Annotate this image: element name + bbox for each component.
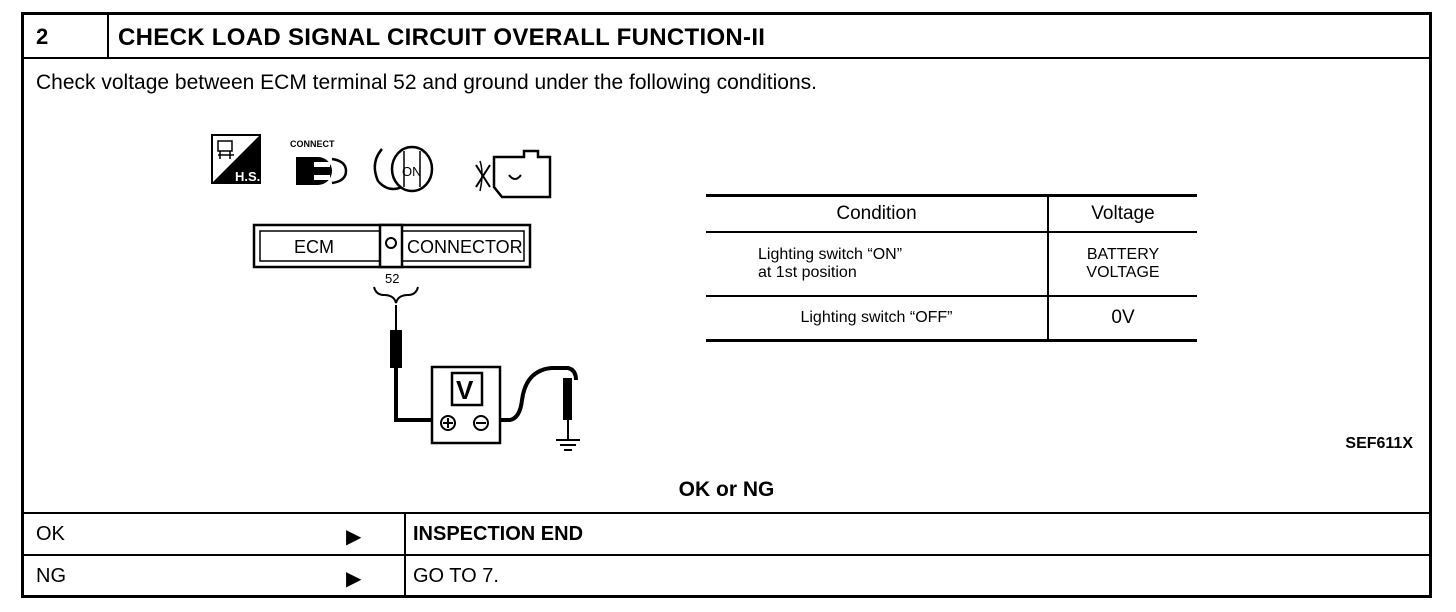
result-key: NG	[36, 565, 66, 587]
connect-label: CONNECT	[290, 139, 335, 149]
condition-voltage-table: Condition Voltage Lighting switch “ON” a…	[706, 194, 1197, 342]
terminal-brace	[373, 286, 419, 304]
table-header-row: Condition Voltage	[706, 194, 1197, 233]
step-number: 2	[24, 15, 109, 57]
condition-cell: Lighting switch “ON” at 1st position	[706, 232, 1049, 297]
result-key: OK	[36, 523, 65, 545]
result-action: GO TO 7.	[413, 565, 499, 587]
ecm-connector: ECM CONNECTOR	[252, 223, 532, 269]
voltage-cell: BATTERY VOLTAGE	[1048, 232, 1197, 297]
result-divider	[404, 514, 406, 554]
step-header: 2 CHECK LOAD SIGNAL CIRCUIT OVERALL FUNC…	[24, 15, 1429, 59]
arrow-right-icon: ▶	[346, 526, 362, 548]
table-row: Lighting switch “ON” at 1st position BAT…	[706, 232, 1197, 297]
negative-probe-ground	[500, 366, 580, 451]
voltage-column-header: Voltage	[1048, 194, 1197, 233]
result-action: INSPECTION END	[413, 523, 584, 545]
instruction-text: Check voltage between ECM terminal 52 an…	[36, 71, 817, 94]
ok-or-ng-heading: OK or NG	[678, 478, 775, 501]
condition-cell: Lighting switch “OFF”	[706, 296, 1049, 342]
hs-icon: H.S.	[211, 134, 261, 184]
connector-label: CONNECTOR	[407, 237, 523, 257]
arrow-right-icon: ▶	[346, 568, 362, 590]
positive-probe	[390, 305, 432, 422]
result-row-ok: OK ▶ INSPECTION END	[24, 512, 1429, 554]
voltage-cell: 0V	[1048, 296, 1197, 342]
figure-id: SEF611X	[1345, 435, 1413, 452]
voltmeter: V	[430, 365, 502, 445]
hs-label: H.S.	[235, 169, 260, 184]
key-on-label: ON	[402, 164, 422, 179]
ecm-label: ECM	[294, 237, 334, 257]
voltage-check-diagram: H.S. CONNECT ON	[211, 134, 580, 451]
voltmeter-label: V	[456, 375, 474, 405]
ignition-key-on-icon: ON	[373, 145, 434, 193]
condition-column-header: Condition	[706, 194, 1049, 233]
terminal-52-label: 52	[385, 271, 399, 286]
engine-off-icon	[475, 149, 552, 199]
table-row: Lighting switch “OFF” 0V	[706, 296, 1197, 342]
connect-icon: CONNECT	[290, 139, 348, 185]
inspection-step-frame: 2 CHECK LOAD SIGNAL CIRCUIT OVERALL FUNC…	[21, 12, 1432, 598]
step-title: CHECK LOAD SIGNAL CIRCUIT OVERALL FUNCTI…	[118, 24, 766, 51]
result-divider	[404, 556, 406, 596]
result-row-ng: NG ▶ GO TO 7.	[24, 554, 1429, 596]
